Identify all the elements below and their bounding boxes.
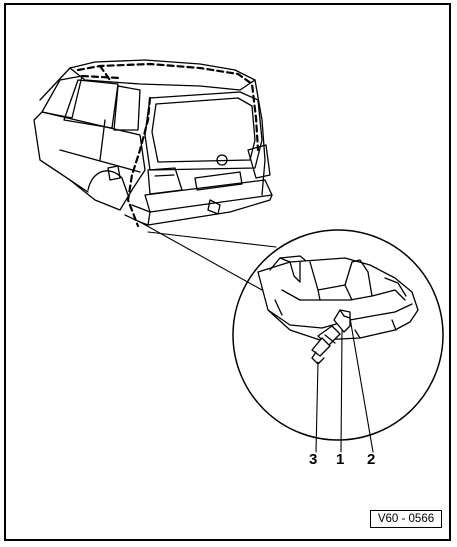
car-rear-view [33, 59, 273, 226]
callout-1: 1 [336, 451, 345, 468]
detail-view [232, 229, 444, 441]
zoom-leader-lines [139, 221, 277, 291]
callout-3: 3 [309, 451, 318, 468]
callout-2: 2 [367, 451, 376, 468]
figure-id-label: V60 - 0566 [370, 510, 442, 528]
cable-route-dashed [76, 62, 260, 228]
callout-leaders [315, 317, 374, 453]
